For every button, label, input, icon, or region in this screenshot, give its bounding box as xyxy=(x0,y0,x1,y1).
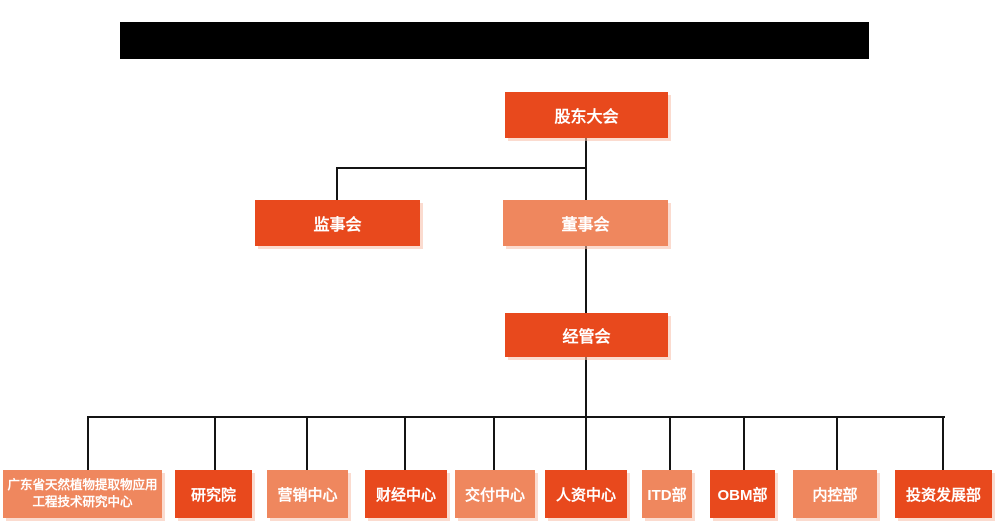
node-dept-research-center: 广东省天然植物提取物应用工程技术研究中心 xyxy=(3,470,162,518)
node-dept-investment-development: 投资发展部 xyxy=(895,470,992,518)
connector-drop-investment xyxy=(942,416,944,470)
connector-shareholders-down xyxy=(585,137,587,201)
node-supervisory-board: 监事会 xyxy=(255,200,420,246)
node-dept-hr-center: 人资中心 xyxy=(545,470,627,518)
connector-board-to-management xyxy=(585,246,587,313)
node-dept-research-institute: 研究院 xyxy=(175,470,252,518)
node-dept-itd: ITD部 xyxy=(642,470,692,518)
node-board-of-directors: 董事会 xyxy=(503,200,668,246)
node-dept-finance-center: 财经中心 xyxy=(365,470,447,518)
connector-drop-research-center xyxy=(87,416,89,470)
connector-distributor xyxy=(87,416,945,418)
connector-drop-institute xyxy=(214,416,216,470)
connector-drop-finance xyxy=(404,416,406,470)
node-management-committee: 经管会 xyxy=(505,313,668,357)
node-dept-delivery-center: 交付中心 xyxy=(455,470,535,518)
connector-drop-itd xyxy=(669,416,671,470)
connector-drop-marketing xyxy=(306,416,308,470)
connector-drop-delivery xyxy=(493,416,495,470)
connector-drop-internal-control xyxy=(836,416,838,470)
node-dept-internal-control: 内控部 xyxy=(793,470,877,518)
connector-branch-horizontal xyxy=(336,167,587,169)
node-dept-marketing-center: 营销中心 xyxy=(267,470,348,518)
redacted-title-bar xyxy=(120,22,869,59)
connector-supervisory-drop xyxy=(336,167,338,200)
connector-drop-obm xyxy=(743,416,745,470)
node-dept-obm: OBM部 xyxy=(710,470,775,518)
connector-management-down xyxy=(585,357,587,470)
node-shareholders-meeting: 股东大会 xyxy=(505,92,668,138)
